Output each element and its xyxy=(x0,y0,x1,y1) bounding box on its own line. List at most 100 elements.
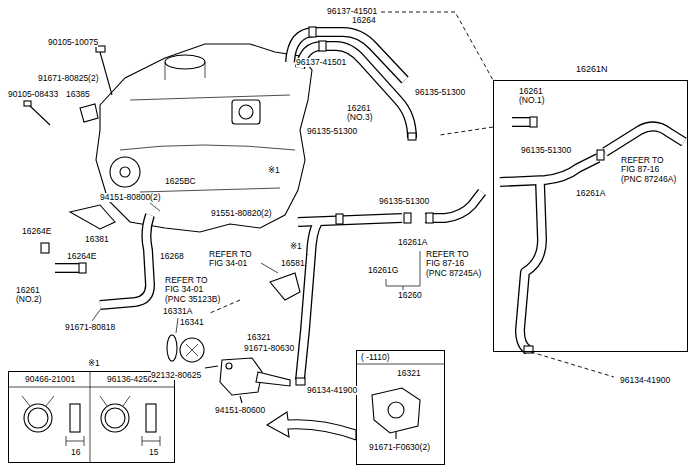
hose-outline xyxy=(520,182,542,350)
part-number: 16321 xyxy=(397,369,421,378)
hose-outline xyxy=(55,32,684,380)
engine-block xyxy=(165,55,205,69)
part-number: 91551-80820(2) xyxy=(211,209,272,218)
part-number: 16264E xyxy=(22,227,51,236)
dimension: 15 xyxy=(149,448,158,457)
variant-box: ( -1110)1632191671-F0630(2) xyxy=(356,350,445,465)
part-number: 16331A xyxy=(163,307,192,316)
hose-body xyxy=(100,215,150,305)
hose-clamp xyxy=(404,213,411,223)
thermostat-parts xyxy=(167,335,177,361)
hose-clamp xyxy=(41,243,49,253)
engine-block xyxy=(96,44,312,232)
dashed-reference-line xyxy=(381,12,493,80)
clamp-table-box: ※190466-2100196136-425011615 xyxy=(8,371,175,463)
part-number: 91671-F0630(2) xyxy=(369,443,430,452)
direction-arrow xyxy=(267,412,356,440)
bracket xyxy=(70,104,300,300)
part-number: 96137-41501 xyxy=(296,58,346,67)
part-number: 16268 xyxy=(160,252,184,261)
thermostat-parts xyxy=(180,338,204,362)
thermostat-parts xyxy=(220,358,262,395)
bracket xyxy=(270,273,300,300)
hose-body xyxy=(55,264,82,271)
engine-block xyxy=(232,100,260,124)
part-number: 16264E xyxy=(67,252,96,261)
group-number: 16261N xyxy=(576,65,608,75)
hose-outline xyxy=(55,263,82,273)
hose-outline xyxy=(298,218,402,222)
engine-block xyxy=(120,167,130,177)
part-number: 16261 (NO.3) xyxy=(347,104,381,123)
part-number: 91671-80630 xyxy=(244,344,294,353)
hose-outline xyxy=(300,222,318,380)
hose-clamp xyxy=(319,41,326,51)
part-number: 16260 xyxy=(398,291,422,300)
table-grid xyxy=(28,408,48,428)
part-number: 90105-10075 xyxy=(48,38,98,47)
bracket xyxy=(70,205,115,229)
note-mark: ※1 xyxy=(88,359,100,368)
hose-body xyxy=(55,32,684,380)
table-grid xyxy=(70,404,80,432)
hose-clamp xyxy=(296,378,305,385)
table-grid xyxy=(66,436,84,446)
part-number: 16385 xyxy=(66,90,90,99)
variant-part xyxy=(356,364,445,365)
hose-body xyxy=(298,218,402,222)
note-mark: ※1 xyxy=(290,242,302,251)
part-number: 96137-41501 xyxy=(327,7,377,16)
thermostat-parts xyxy=(226,363,232,369)
reference-note: REFER TO FIG 34-01 xyxy=(209,250,259,269)
dashed-reference-line xyxy=(531,352,614,377)
dimension: 16 xyxy=(71,448,80,457)
reference-note: REFER TO FIG 87-16 (PNC 87246A) xyxy=(621,156,679,184)
part-number: 96135-51300 xyxy=(307,127,357,136)
table-grid xyxy=(100,396,130,406)
part-number: 16261G xyxy=(368,266,398,275)
variant-part xyxy=(395,431,396,439)
engine-block xyxy=(239,105,253,119)
dashed-reference-line xyxy=(440,127,493,135)
parts-group-box: 16261N16261 (NO.1)96135-51300REFER TO FI… xyxy=(493,80,688,352)
bracket xyxy=(80,104,98,122)
hose-clamp xyxy=(597,150,604,160)
hose-outline xyxy=(605,126,684,152)
hose-clamp xyxy=(309,27,316,37)
part-number: 16261A xyxy=(398,238,427,247)
part-number: 96134-41900 xyxy=(620,376,670,385)
part-number: 16341 xyxy=(180,318,204,327)
thermostat-parts xyxy=(256,372,290,386)
part-number: 96135-51300 xyxy=(415,88,465,97)
note-mark: ※1 xyxy=(268,166,280,175)
table-grid xyxy=(146,404,156,432)
hose-clamp xyxy=(408,133,416,140)
hose-outline xyxy=(500,158,598,182)
leader-line xyxy=(176,318,178,333)
leader-line xyxy=(92,310,100,321)
part-number: 16321 xyxy=(247,333,271,342)
thermostat-parts xyxy=(186,344,198,356)
part-number: 91671-80825(2) xyxy=(38,74,99,83)
part-number: 91671-80818 xyxy=(65,323,115,332)
part-number: 94151-80600 xyxy=(215,406,265,415)
hose-body xyxy=(500,158,598,182)
part-number: 1625BC xyxy=(165,177,196,186)
reference-note: REFER TO FIG 34-01 (PNC 35123B) xyxy=(165,276,223,304)
bolt xyxy=(100,52,112,95)
part-number: 96135-51300 xyxy=(521,146,571,155)
part-number: 16261 (NO.2) xyxy=(16,286,50,305)
hose-clamp xyxy=(79,263,86,273)
part-number: 92132-80625 xyxy=(151,371,201,380)
table-grid xyxy=(105,408,125,428)
engine-block xyxy=(120,62,295,192)
engine-block xyxy=(110,157,140,187)
table-grid xyxy=(8,371,175,463)
variant-part xyxy=(356,364,445,439)
hose-clamp xyxy=(336,214,343,224)
dashed-reference-line xyxy=(210,12,614,377)
hose-clamp xyxy=(426,213,433,223)
variant-part xyxy=(372,388,420,433)
bolt xyxy=(30,106,50,125)
hose-clamp xyxy=(530,117,537,127)
